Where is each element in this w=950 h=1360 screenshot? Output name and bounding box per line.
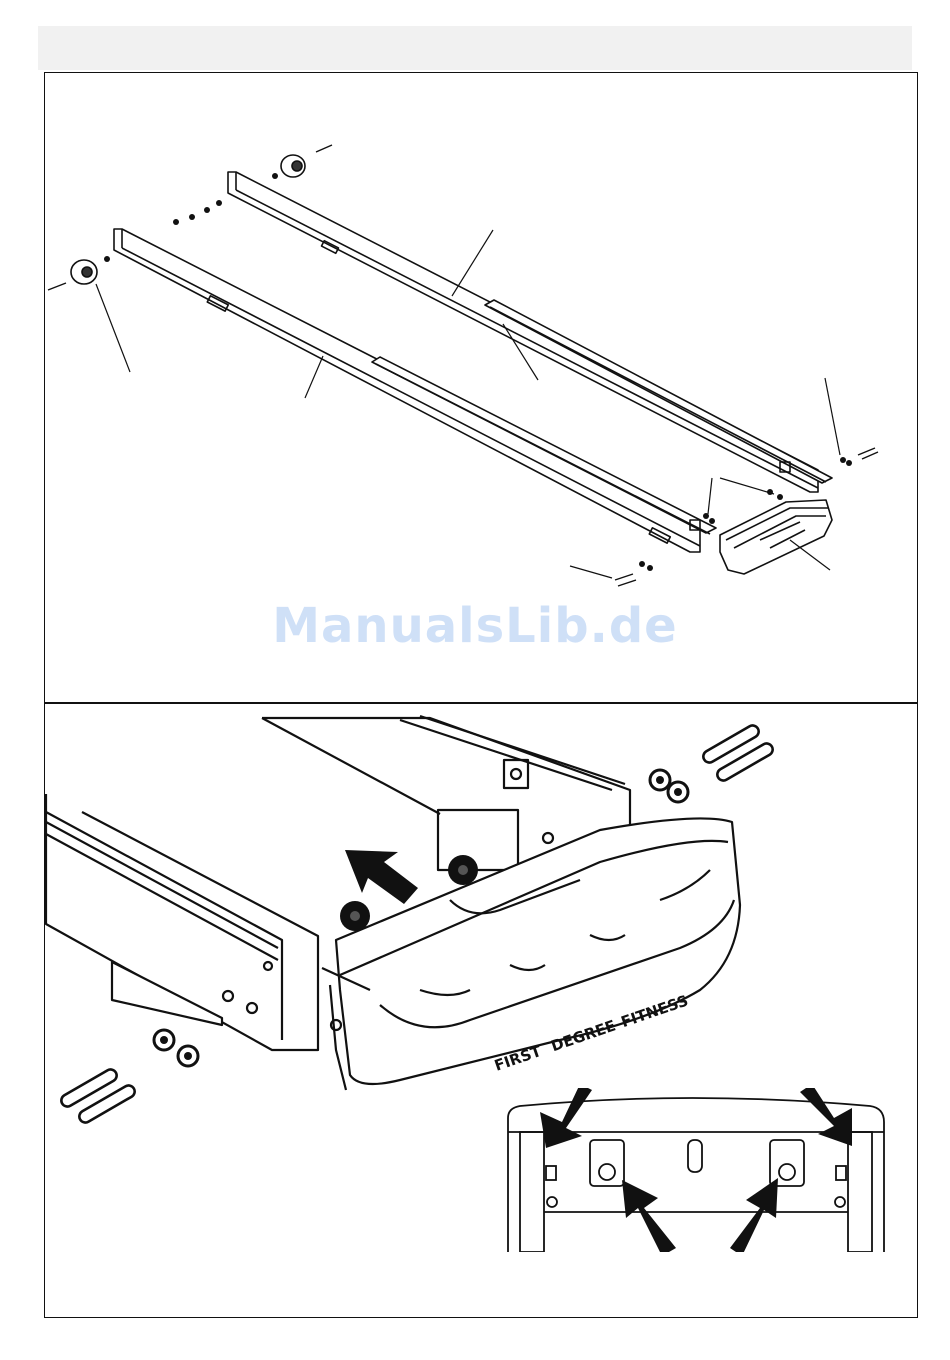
watermark: ManualsLib.de [0, 598, 950, 654]
washer-icon [104, 173, 852, 571]
inset-detail [500, 1088, 892, 1252]
end-cap-icon [720, 500, 832, 574]
